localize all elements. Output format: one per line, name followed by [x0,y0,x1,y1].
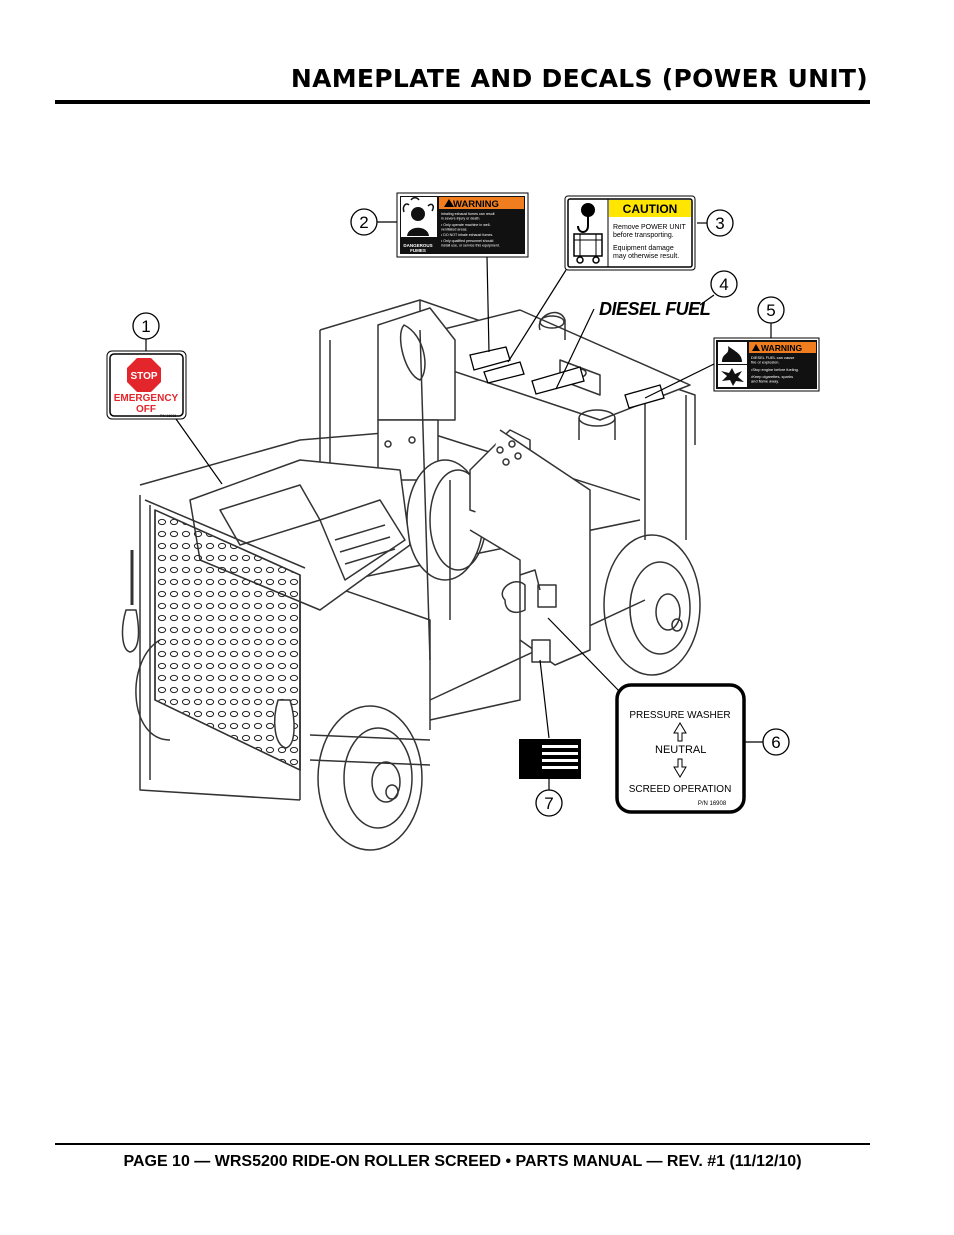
decal-diesel-fuel: DIESEL FUEL [599,299,710,319]
svg-text:4: 4 [719,275,728,294]
callout-1: 1 [132,312,160,340]
page-footer: PAGE 10 — WRS5200 RIDE-ON ROLLER SCREED … [123,1153,802,1170]
page-title: NAMEPLATE AND DECALS (POWER UNIT) [290,64,868,93]
footer-rule [55,1143,870,1145]
explosion-icon [721,368,744,386]
svg-text:FUMES: FUMES [410,248,426,253]
svg-text:Equipment damage: Equipment damage [613,245,674,252]
callout-5: 5 [757,296,785,324]
decal-fumes-warning: DANGEROUS FUMES WARNING Inhaling exhaust… [396,192,529,258]
svg-text:5: 5 [766,301,775,320]
svg-text:Inhaling exhaust fumes can res: Inhaling exhaust fumes can result [441,212,495,216]
decal-pressure-washer-valve: PRESSURE WASHER NEUTRAL SCREED OPERATION… [615,683,746,814]
svg-text:7: 7 [544,794,553,813]
right-upright [469,429,591,666]
fumes-person-icon [402,197,434,236]
lifting-eye [377,307,456,481]
svg-text:2: 2 [359,213,368,232]
svg-text:WARNING: WARNING [453,199,499,210]
header-rule [55,100,870,104]
svg-text:• Only qualified personnel sho: • Only qualified personnel should [441,239,493,243]
decal-fuel-warning: WARNING DIESEL FUEL can cause fire or ex… [713,337,820,392]
svg-text:Remove POWER UNIT: Remove POWER UNIT [613,224,686,231]
svg-text:WARNING: WARNING [761,343,802,353]
callout-2: 2 [350,208,378,236]
svg-text:• Only operate machine in well: • Only operate machine in well- [441,223,491,227]
svg-text:1: 1 [141,317,150,336]
svg-text:in severe injury or death.: in severe injury or death. [441,217,480,221]
decal-striped-plate [519,739,581,779]
svg-text:fire or explosion.: fire or explosion. [751,360,780,365]
svg-text:•Keep cigarettes, sparks: •Keep cigarettes, sparks [751,374,793,379]
svg-text:STOP: STOP [130,371,157,382]
svg-text:ventilated areas.: ventilated areas. [441,228,467,232]
callout-7: 7 [535,789,563,817]
double-arrow-icon [673,722,687,778]
svg-text:PRESSURE WASHER: PRESSURE WASHER [629,710,730,721]
svg-text:6: 6 [771,733,780,752]
fire-icon [722,346,742,362]
svg-text:DANGEROUS: DANGEROUS [403,243,432,248]
svg-text:P/N 16906: P/N 16906 [160,414,177,418]
leader-lines [145,221,772,790]
decal-emergency-stop: STOP EMERGENCY OFF P/N 16906 [106,350,187,420]
svg-text:OFF: OFF [136,404,156,415]
svg-text:3: 3 [715,214,724,233]
svg-text:EMERGENCY: EMERGENCY [114,393,179,404]
svg-text:install use, or service this e: install use, or service this equipment. [441,244,500,248]
svg-text:may otherwise result.: may otherwise result. [613,253,679,260]
svg-text:P/N 16908: P/N 16908 [698,801,727,807]
svg-text:CAUTION: CAUTION [623,202,678,216]
warning-triangle-icon [752,344,760,351]
svg-text:• DO NOT inhale exhaust fumes.: • DO NOT inhale exhaust fumes. [441,233,493,237]
power-unit-drawing [121,299,701,851]
svg-text:SCREED OPERATION: SCREED OPERATION [629,784,732,795]
front-grille [144,499,306,771]
svg-text:•Stop engine before fueling.: •Stop engine before fueling. [751,367,799,372]
lifting-hook-icon [573,203,603,264]
callout-4: 4 [710,270,738,298]
svg-text:and flame away.: and flame away. [751,379,779,384]
stop-sign-icon [127,358,161,392]
decal-locations [469,346,665,409]
svg-text:before transporting.: before transporting. [613,232,674,239]
svg-text:NEUTRAL: NEUTRAL [655,744,706,756]
handles [121,480,451,749]
decal-caution-transport: CAUTION Remove POWER UNIT before transpo… [564,195,696,271]
callout-6: 6 [762,728,790,756]
svg-text:DIESEL FUEL can cause: DIESEL FUEL can cause [751,355,794,360]
callout-3: 3 [706,209,734,237]
left-wheel [317,705,423,851]
right-wheel [603,534,701,676]
warning-triangle-icon [444,199,454,207]
